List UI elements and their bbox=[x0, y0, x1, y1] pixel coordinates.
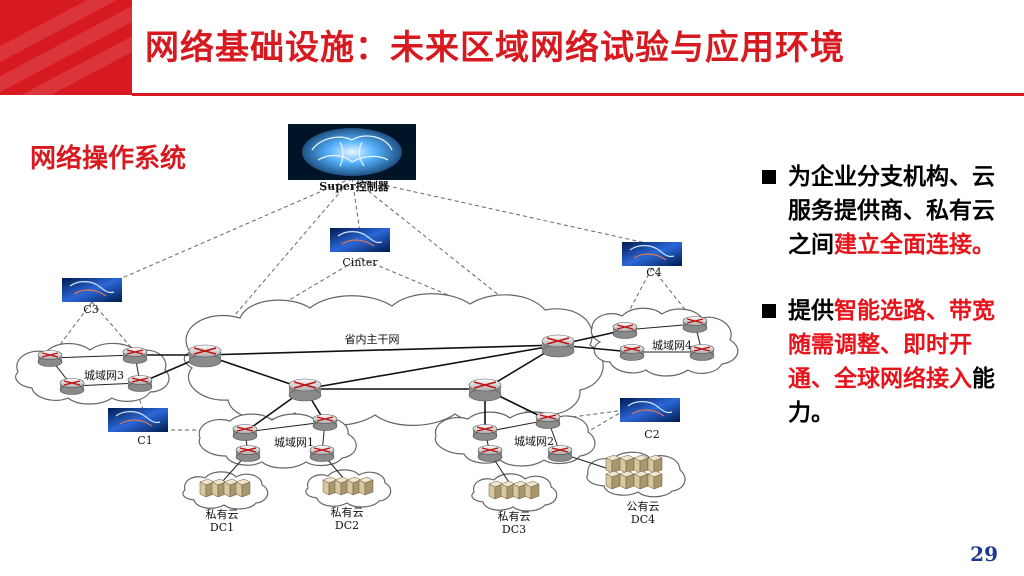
controller-cinter-icon bbox=[329, 227, 391, 253]
backbone-label: 省内主干网 bbox=[345, 332, 400, 346]
metro1-label: 城域网1 bbox=[274, 436, 314, 449]
super-controller-brain-icon bbox=[288, 124, 416, 180]
slide-title: 网络基础设施：未来区域网络试验与应用环境 bbox=[145, 28, 845, 68]
header-accent-block bbox=[0, 0, 132, 95]
bullet-square-icon bbox=[762, 170, 776, 184]
metro3-label: 城域网3 bbox=[84, 369, 124, 382]
bullet-highlight-segment: 智能选路、带宽随需调整、即时开通、全球网络接入 bbox=[788, 298, 995, 392]
dc4-type-label: 公有云 bbox=[627, 499, 660, 513]
diagram-subtitle: 网络操作系统 bbox=[30, 144, 187, 174]
bullet-square-icon bbox=[762, 304, 776, 318]
controller-c3-icon bbox=[61, 277, 123, 303]
dc4-name-label: DC4 bbox=[631, 513, 655, 526]
dc1-type-label: 私有云 bbox=[206, 507, 239, 521]
dc3-name-label: DC3 bbox=[502, 523, 526, 536]
c4-label: C4 bbox=[646, 266, 661, 279]
bullet-text-segment: 为企业分支机构、云服务提供商、私有云之间 bbox=[788, 164, 995, 258]
dc2-name-label: DC2 bbox=[335, 519, 359, 532]
controller-c2-icon bbox=[619, 397, 681, 423]
controller-c4-icon bbox=[621, 241, 683, 267]
c2-label: C2 bbox=[644, 428, 659, 441]
bullet-text: 为企业分支机构、云服务提供商、私有云之间建立全面连接。 bbox=[788, 160, 1017, 262]
bullet-text-segment: 能力。 bbox=[788, 366, 995, 426]
bullet-item: 为企业分支机构、云服务提供商、私有云之间建立全面连接。 bbox=[762, 160, 1017, 262]
dc2-type-label: 私有云 bbox=[331, 505, 364, 519]
cinter-label: Cinter bbox=[342, 256, 378, 269]
c1-label: C1 bbox=[137, 434, 152, 447]
header-divider bbox=[132, 93, 1024, 96]
bullet-item: 提供智能选路、带宽随需调整、即时开通、全球网络接入能力。 bbox=[762, 294, 1017, 430]
bullet-list: 为企业分支机构、云服务提供商、私有云之间建立全面连接。 提供智能选路、带宽随需调… bbox=[762, 160, 1017, 462]
dc3-type-label: 私有云 bbox=[498, 509, 531, 523]
dc1-name-label: DC1 bbox=[210, 521, 234, 534]
network-diagram: Super控制器 Cinter C3 C4 C1 C2 省内主干网 城域网3 城… bbox=[15, 124, 739, 536]
metro2-label: 城域网2 bbox=[514, 435, 554, 448]
bullet-text: 提供智能选路、带宽随需调整、即时开通、全球网络接入能力。 bbox=[788, 294, 1017, 430]
metro4-label: 城域网4 bbox=[652, 339, 692, 352]
c3-label: C3 bbox=[83, 303, 98, 316]
bullet-text-segment: 提供 bbox=[788, 298, 834, 324]
page-number: 29 bbox=[970, 542, 998, 566]
controller-c1-icon bbox=[107, 407, 169, 433]
bullet-highlight-segment: 建立全面连接。 bbox=[834, 232, 995, 258]
super-controller-label: Super控制器 bbox=[319, 179, 389, 193]
